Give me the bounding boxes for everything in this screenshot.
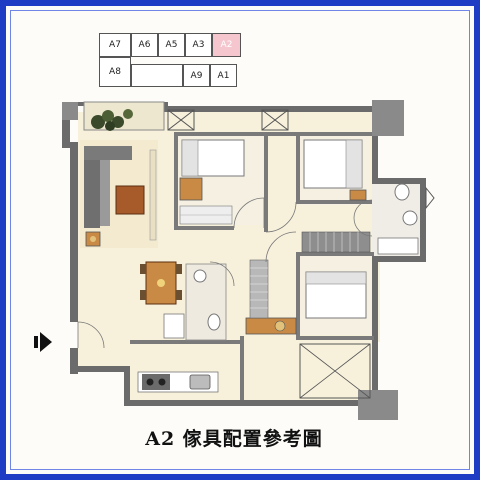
column-top-right	[372, 100, 404, 136]
bedroom-2-nightstand	[349, 189, 367, 201]
frame-inner-border	[10, 10, 470, 470]
interior-walls	[130, 132, 374, 400]
key-cell-corridor	[131, 64, 183, 87]
column-bottom-right	[358, 390, 398, 420]
plan-caption: A2 傢具配置參考圖	[145, 428, 323, 450]
bedroom-3-desk	[245, 317, 297, 335]
kitchen-sink	[189, 374, 211, 390]
key-cell-a9[interactable]: A9	[183, 64, 210, 87]
balcony-storage	[261, 109, 289, 131]
key-cell-a8[interactable]: A8	[99, 57, 131, 87]
plant-icon	[91, 109, 133, 131]
coffee-table	[115, 185, 145, 215]
key-cell-a1[interactable]: A1	[210, 64, 237, 87]
dining-chairs	[140, 264, 182, 300]
door-swings	[77, 197, 373, 349]
tv-cabinet	[149, 149, 157, 241]
service-shaft	[299, 343, 371, 399]
toilet-1	[207, 313, 221, 331]
balcony-railing	[167, 109, 195, 131]
sink-2	[402, 210, 418, 226]
sink-1	[193, 269, 207, 283]
bedroom-1-desk	[179, 177, 203, 201]
bath-window	[425, 186, 435, 210]
bedroom-3-wardrobe	[249, 259, 269, 319]
outer-walls	[62, 102, 426, 406]
stove-icon	[142, 374, 170, 390]
toilet-2	[394, 183, 410, 201]
column-top-left	[62, 102, 78, 120]
key-cell-a7[interactable]: A7	[99, 33, 131, 57]
bedroom-2-wardrobe	[301, 231, 371, 253]
key-cell-a5[interactable]: A5	[158, 33, 185, 57]
key-cell-a2-highlighted[interactable]: A2	[212, 33, 241, 57]
entry-arrow-icon	[34, 332, 52, 352]
sofa	[84, 146, 132, 228]
key-cell-a3[interactable]: A3	[185, 33, 212, 57]
key-cell-a6[interactable]: A6	[131, 33, 158, 57]
